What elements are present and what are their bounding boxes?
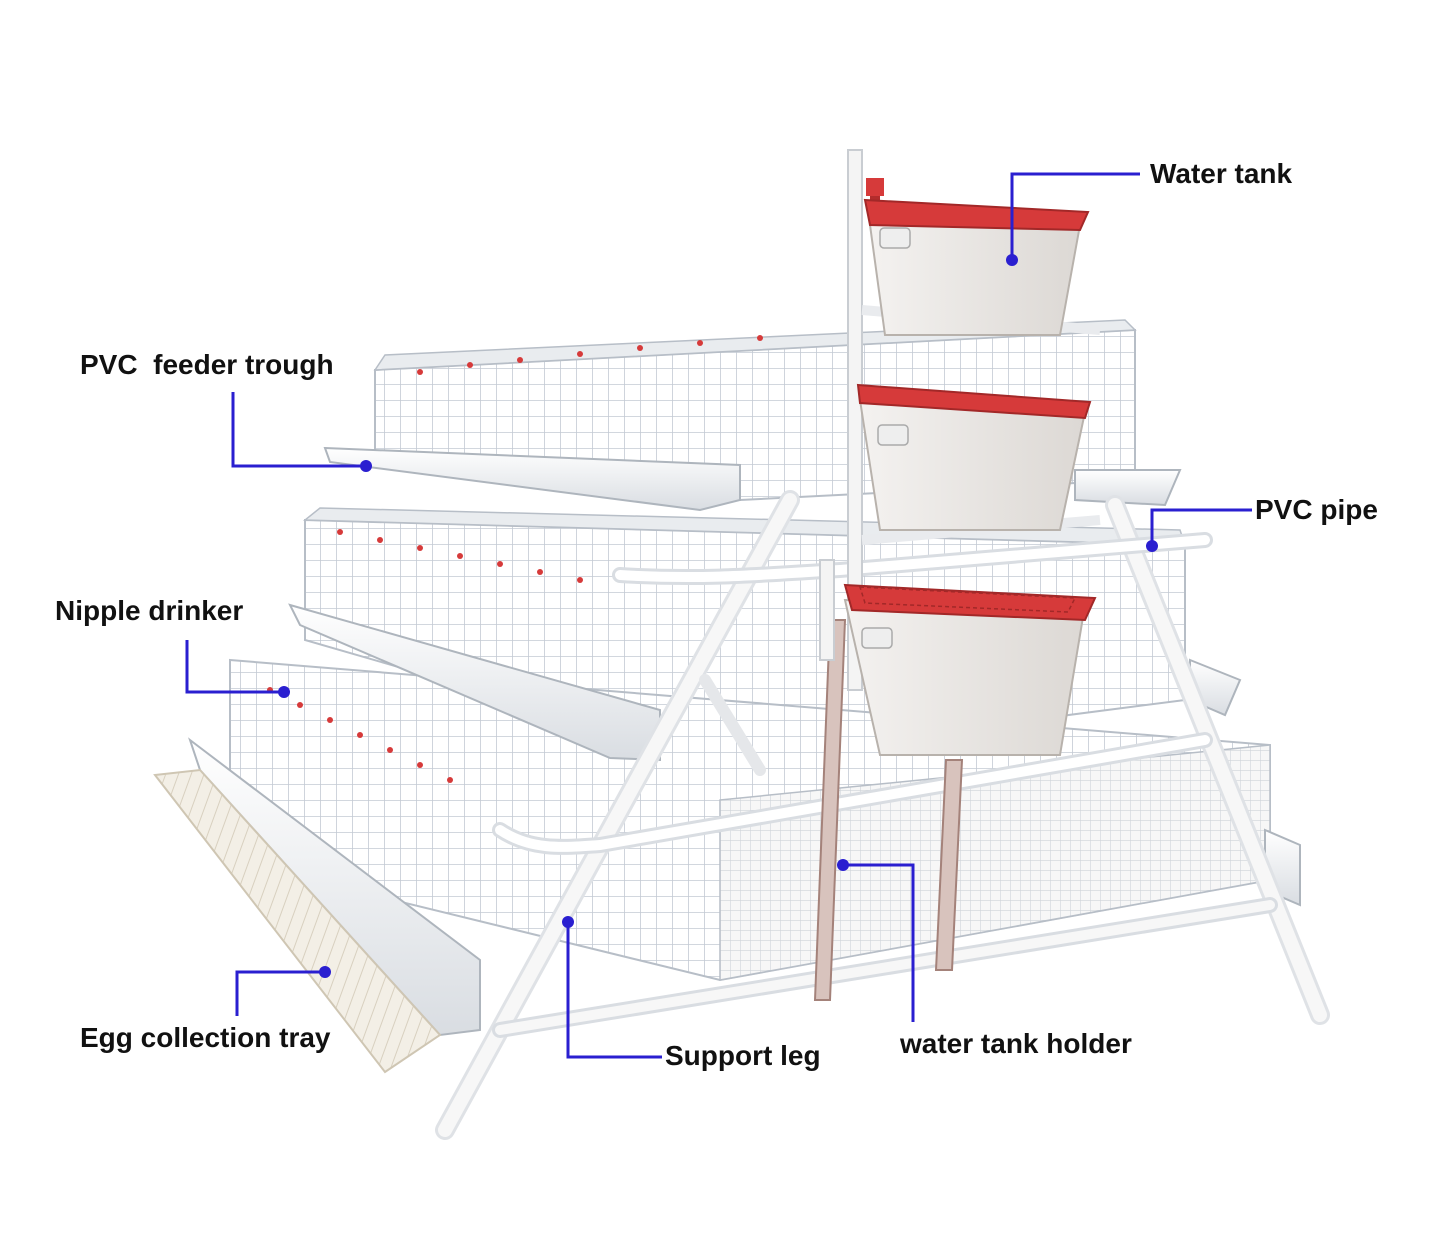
marker-feeder-trough [360,460,372,472]
label-pvc-pipe: PVC pipe [1255,494,1378,525]
leader-egg-collection-tray [235,970,323,1016]
leader-support-leg [566,924,662,1059]
marker-pvc-pipe [1146,540,1158,552]
water-tank-3 [843,583,1097,756]
nipple-drinker-row-middle [337,529,583,583]
marker-water-tank-holder [837,859,849,871]
water-tank-2 [856,383,1092,531]
marker-support-leg [562,916,574,928]
leader-nipple-drinker [185,640,282,694]
label-water-tank-holder: water tank holder [900,1028,1132,1059]
marker-nipple-drinker [278,686,290,698]
feeder-trough-top-right [1074,469,1182,507]
marker-egg-collection-tray [319,966,331,978]
water-tank-1 [863,198,1090,336]
label-water-tank: Water tank [1150,158,1293,189]
leader-water-tank [1010,172,1140,258]
label-feeder-trough: PVC feeder trough [80,349,334,380]
label-support-leg: Support leg [665,1040,821,1071]
leader-pvc-pipe [1150,508,1252,544]
feeder-trough-top [323,446,741,512]
feeder-trough-middle [288,603,661,762]
leader-feeder-trough [231,392,364,468]
marker-water-tank [1006,254,1018,266]
leader-water-tank-holder [845,863,915,1022]
label-nipple-drinker: Nipple drinker [55,595,244,626]
nipple-drinker-row-top [417,335,763,375]
label-egg-collection-tray: Egg collection tray [80,1022,331,1053]
feeder-trough-bottom [188,737,481,1037]
